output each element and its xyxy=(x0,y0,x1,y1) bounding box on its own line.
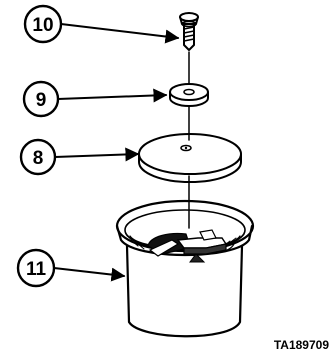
cover-part xyxy=(138,105,242,183)
callout-11: 11 xyxy=(16,248,126,288)
cup-part xyxy=(115,175,255,338)
callout-8-label: 8 xyxy=(33,148,44,169)
callout-11-label: 11 xyxy=(26,259,47,280)
callout-10: 10 xyxy=(23,4,180,44)
washer-part xyxy=(169,51,209,107)
callout-9: 9 xyxy=(22,80,168,118)
screw-part xyxy=(179,12,199,51)
callout-9-label: 9 xyxy=(36,90,47,111)
figure-reference-label: TA189709 xyxy=(274,338,329,352)
callout-8: 8 xyxy=(19,138,140,176)
callout-10-label: 10 xyxy=(32,15,53,36)
